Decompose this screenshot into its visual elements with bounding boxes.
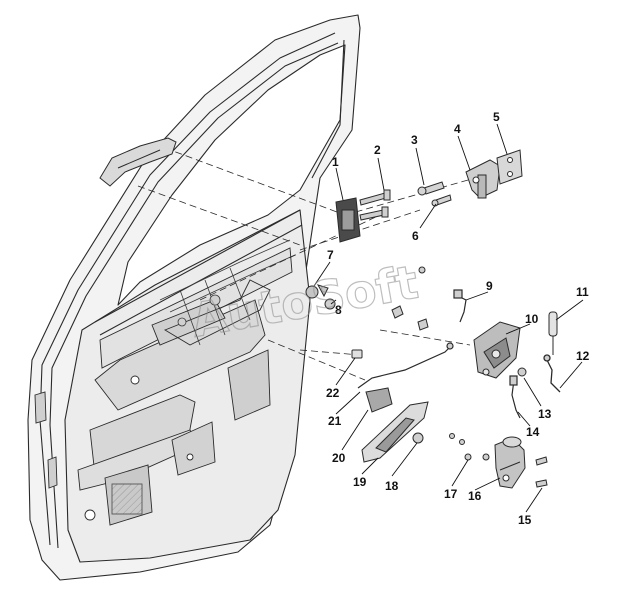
part-2-bolts [359, 189, 391, 221]
part-16-lock-actuator [494, 436, 526, 489]
callout-labels: 1 2 3 4 5 6 7 8 9 10 11 12 13 14 15 16 1… [326, 110, 590, 527]
callout-16: 16 [468, 489, 482, 503]
callout-20: 20 [332, 451, 346, 465]
callout-12: 12 [576, 349, 590, 363]
callout-17: 17 [444, 487, 458, 501]
callout-11: 11 [576, 285, 589, 299]
part-21-control-rod [357, 342, 454, 389]
callout-9: 9 [486, 279, 493, 293]
part-18-cap [412, 432, 424, 444]
callout-22: 22 [326, 386, 340, 400]
callout-8: 8 [335, 303, 342, 317]
part-12-linkage-rod [543, 354, 561, 393]
callout-19: 19 [353, 475, 367, 489]
part-5-hinge-plate [496, 149, 523, 185]
part-10-door-latch [473, 321, 521, 379]
part-8-grommet [324, 298, 336, 310]
callout-7: 7 [327, 248, 334, 262]
part-6-screw [431, 194, 452, 207]
part-22-rod-clip [351, 349, 363, 359]
part-1-lock-housing [335, 197, 361, 243]
callout-18: 18 [385, 479, 399, 493]
part-4-hinge [465, 159, 501, 199]
callout-6: 6 [412, 229, 419, 243]
callout-10: 10 [525, 312, 539, 326]
part-15-screws [535, 456, 548, 488]
part-19-inner-handle-bezel [361, 401, 429, 463]
part-11-lock-rod [548, 311, 558, 355]
callout-13: 13 [538, 407, 552, 421]
callout-3: 3 [411, 133, 418, 147]
callout-14: 14 [526, 425, 540, 439]
part-7-clip [305, 284, 329, 299]
part-14-release-cable [509, 375, 521, 419]
callout-1: 1 [332, 155, 339, 169]
callout-21: 21 [328, 414, 342, 428]
leader-lines [313, 123, 584, 513]
part-3-pin [417, 181, 445, 196]
regulator-mechanism [159, 239, 296, 346]
callout-5: 5 [493, 110, 500, 124]
callout-15: 15 [518, 513, 532, 527]
part-20-inside-handle [365, 387, 393, 413]
part-9-lock-cable [453, 289, 467, 323]
part-17-screws [449, 433, 490, 461]
callout-4: 4 [454, 122, 461, 136]
outside-door-handle [99, 137, 177, 187]
callout-2: 2 [374, 143, 381, 157]
part-13-retainer [517, 367, 527, 377]
small-fasteners [391, 266, 429, 331]
